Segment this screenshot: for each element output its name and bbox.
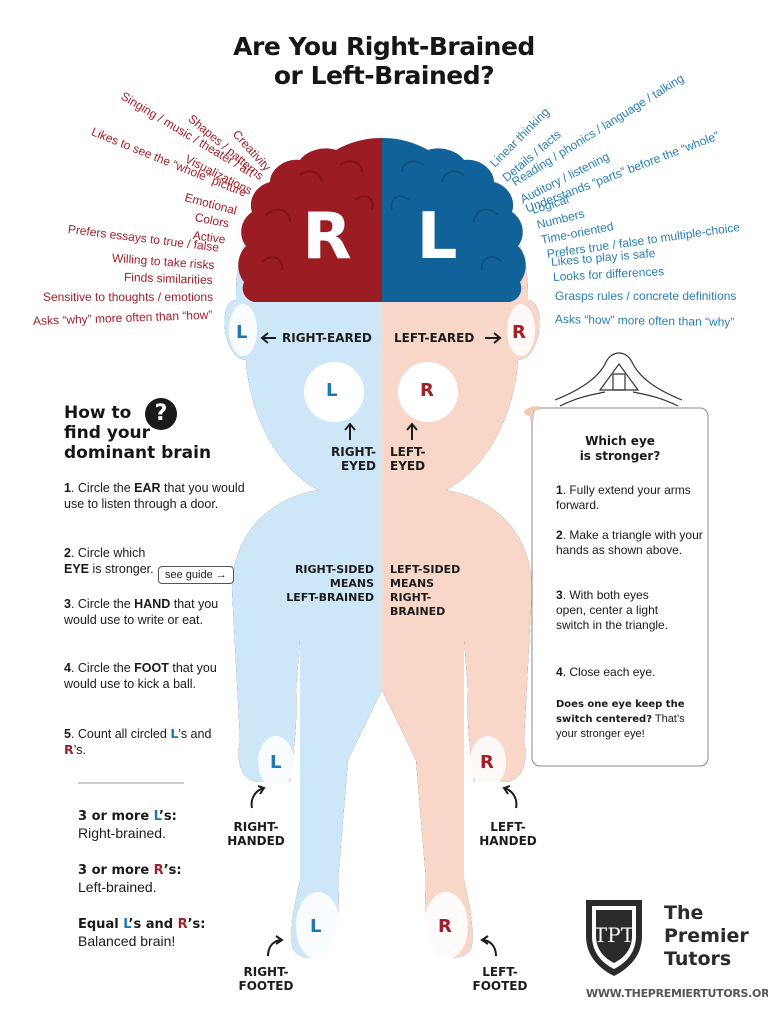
eye-left-letter: L bbox=[326, 380, 338, 401]
title-line-2: or Left-Brained? bbox=[273, 61, 495, 90]
brain-right-letter: R bbox=[302, 200, 352, 274]
howto-step-4: 4. Circle the FOOT that you would use to… bbox=[64, 661, 217, 691]
ear-right-letter: R bbox=[512, 322, 526, 343]
eye-guide-closing: Does one eye keep the switch centered? T… bbox=[556, 699, 685, 740]
right-footed-label: RIGHT-FOOTED bbox=[238, 965, 294, 993]
left-eared-label: LEFT-EARED bbox=[394, 331, 475, 345]
ear-left-letter: L bbox=[236, 322, 248, 343]
right-eared-label: RIGHT-EARED bbox=[282, 331, 372, 345]
see-guide-button[interactable]: see guide → bbox=[158, 566, 234, 584]
website-url[interactable]: WWW.THEPREMIERTUTORS.ORG bbox=[586, 987, 768, 1000]
logo-monogram: TPT bbox=[594, 923, 635, 947]
hands-triangle-illustration bbox=[554, 352, 683, 407]
eye-right-letter: R bbox=[420, 380, 434, 401]
left-trait: Grasps rules / concrete definitions bbox=[555, 289, 737, 303]
left-handed-label: LEFT-HANDED bbox=[479, 820, 537, 848]
result-left-brained: 3 or more R’s: Left-brained. bbox=[78, 863, 182, 895]
howto-step-5: 5. Count all circled L’s and R’s. bbox=[64, 726, 212, 757]
howto-step-3: 3. Circle the HAND that you would use to… bbox=[64, 597, 219, 627]
howto-step-1: 1. Circle the EAR that you would use to … bbox=[64, 481, 245, 511]
eye-guide-step-4: 4. Close each eye. bbox=[556, 665, 656, 679]
hand-left-letter: L bbox=[270, 752, 282, 773]
brain-left-letter: L bbox=[416, 200, 458, 274]
result-right-brained: 3 or more L’s: Right-brained. bbox=[78, 809, 177, 841]
eye-guide-step-1: 1. Fully extend your arms forward. bbox=[556, 483, 691, 512]
eye-guide-step-2: 2. Make a triangle with your hands as sh… bbox=[556, 528, 703, 557]
eye-guide-step-3: 3. With both eyes open, center a light s… bbox=[556, 588, 669, 632]
premier-tutors-logo: TPT bbox=[582, 896, 646, 978]
title-line-1: Are You Right-Brained bbox=[233, 32, 535, 61]
foot-right-letter: R bbox=[438, 916, 452, 937]
right-trait: Sensitive to thoughts / emotions bbox=[43, 290, 214, 304]
brain-graphic bbox=[238, 138, 526, 302]
howto-title: How to find your dominant brain bbox=[64, 403, 212, 463]
foot-left-letter: L bbox=[310, 916, 322, 937]
right-eyed-label: RIGHT-EYED bbox=[331, 445, 376, 473]
question-mark-icon: ? bbox=[145, 398, 177, 430]
howto-step-2: 2. Circle which EYE is stronger. bbox=[64, 546, 154, 576]
right-handed-label: RIGHT-HANDED bbox=[227, 820, 285, 848]
result-balanced: Equal L’s and R’s: Balanced brain! bbox=[78, 917, 206, 949]
hand-right-letter: R bbox=[480, 752, 494, 773]
page-title: Are You Right-Brained or Left-Brained? bbox=[0, 32, 768, 90]
left-eyed-label: LEFT-EYED bbox=[390, 445, 426, 473]
left-footed-label: LEFT-FOOTED bbox=[472, 965, 528, 993]
